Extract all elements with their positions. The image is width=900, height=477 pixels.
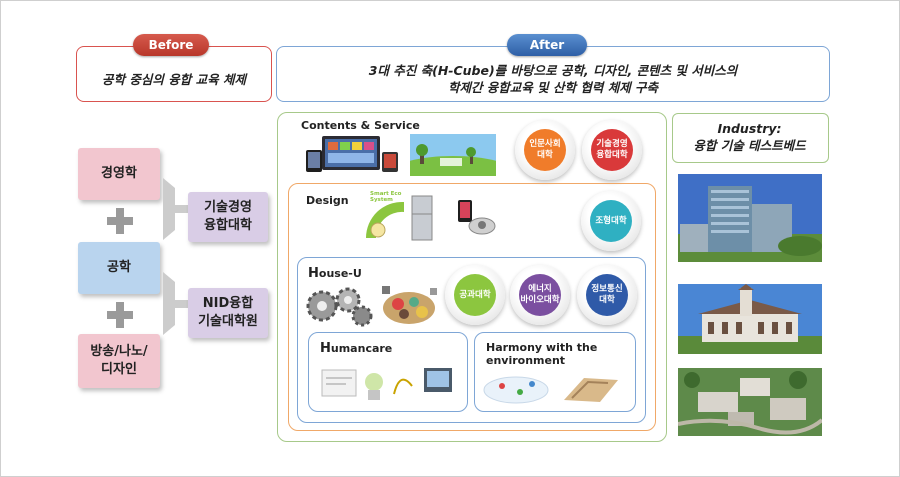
- box-broadcast-nano-design: 방송/나노/ 디자인: [78, 334, 160, 388]
- c5-line2: 바이오대학: [520, 295, 560, 305]
- result-technology-management-college: 기술경영 융합대학: [188, 192, 268, 242]
- design-title: Design: [306, 194, 349, 207]
- box-business: 경영학: [78, 148, 160, 200]
- plus-icon: [107, 208, 133, 234]
- after-text: 3대 추진 축(H-Cube)를 바탕으로 공학, 디자인, 콘텐츠 및 서비스…: [278, 62, 828, 96]
- landscape-screen-image: [410, 134, 496, 176]
- circle-design-college: 조형대학: [581, 191, 641, 251]
- c6-line2: 대학: [599, 295, 615, 305]
- circle-energy-bio-college: 에너지 바이오대학: [510, 265, 570, 325]
- arrow-icon: [163, 272, 188, 335]
- result1-line2: 융합대학: [204, 218, 252, 233]
- industry-box: [672, 113, 829, 163]
- gears-image: [304, 282, 376, 328]
- c1-line1: 인문사회: [529, 139, 561, 149]
- industry-line2: 융합 기술 테스트베드: [693, 138, 806, 153]
- gadget-image: [452, 196, 498, 236]
- result2-line2: 기술대학원: [198, 314, 258, 329]
- environment-map-image: [480, 370, 628, 406]
- result1-line1: 기술경영: [204, 200, 252, 215]
- harmony-environment-box: [474, 332, 636, 412]
- industry-line1: Industry:: [717, 121, 782, 136]
- plus-icon: [107, 302, 133, 328]
- smart-eco-label: Smart Eco System: [370, 191, 402, 203]
- circle-technology-management-college: 기술경영 융합대학: [582, 120, 642, 180]
- circle-information-communication-college: 정보통신 대학: [577, 265, 637, 325]
- circle-engineering-college: 공과대학: [445, 265, 505, 325]
- house-u-title: House-U: [308, 266, 362, 281]
- mixed-objects-image: [378, 282, 440, 328]
- result2-line1: NID융합: [202, 296, 254, 311]
- humancare-title: Humancare: [320, 341, 393, 356]
- c2-line1: 기술경영: [596, 139, 628, 149]
- before-text: 공학 중심의 융합 교육 체제: [102, 71, 246, 87]
- c1-line2: 대학: [537, 150, 553, 160]
- c6-line1: 정보통신: [591, 284, 623, 294]
- healthcare-devices-image: [316, 360, 460, 404]
- media-devices-image: [304, 134, 400, 174]
- after-label: After: [507, 34, 587, 56]
- design-box: [288, 183, 656, 431]
- box3-line2: 디자인: [101, 362, 137, 377]
- after-line2: 학제간 융합교육 및 산학 협력 체제 구축: [447, 80, 659, 95]
- humancare-box: [308, 332, 468, 412]
- house-u-box: [297, 257, 646, 423]
- harmony-line1: Harmony with the: [486, 341, 598, 354]
- harmony-line2: environment: [486, 354, 566, 367]
- box-engineering: 공학: [78, 242, 160, 294]
- result-nid-graduate-school: NID융합 기술대학원: [188, 288, 268, 338]
- contents-service-box: [277, 112, 667, 442]
- box3-line1: 방송/나노/: [90, 344, 148, 359]
- harmony-title: Harmony with the environment: [486, 341, 597, 367]
- campus-aerial-photo: [678, 368, 822, 436]
- industry-title: Industry: 융합 기술 테스트베드: [672, 120, 827, 154]
- merge-arrows: [163, 178, 188, 335]
- historic-building-photo: [678, 284, 822, 354]
- office-tower-photo: [678, 174, 822, 262]
- eco-design-image: Smart Eco System: [356, 190, 440, 242]
- c2-line2: 융합대학: [596, 150, 628, 160]
- contents-service-title: Contents & Service: [301, 119, 420, 132]
- c5-line1: 에너지: [528, 284, 552, 294]
- before-label: Before: [133, 34, 209, 56]
- circle-humanities-social-college: 인문사회 대학: [515, 120, 575, 180]
- after-line1: 3대 추진 축(H-Cube)를 바탕으로 공학, 디자인, 콘텐츠 및 서비스…: [368, 63, 738, 78]
- arrow-icon: [163, 178, 188, 240]
